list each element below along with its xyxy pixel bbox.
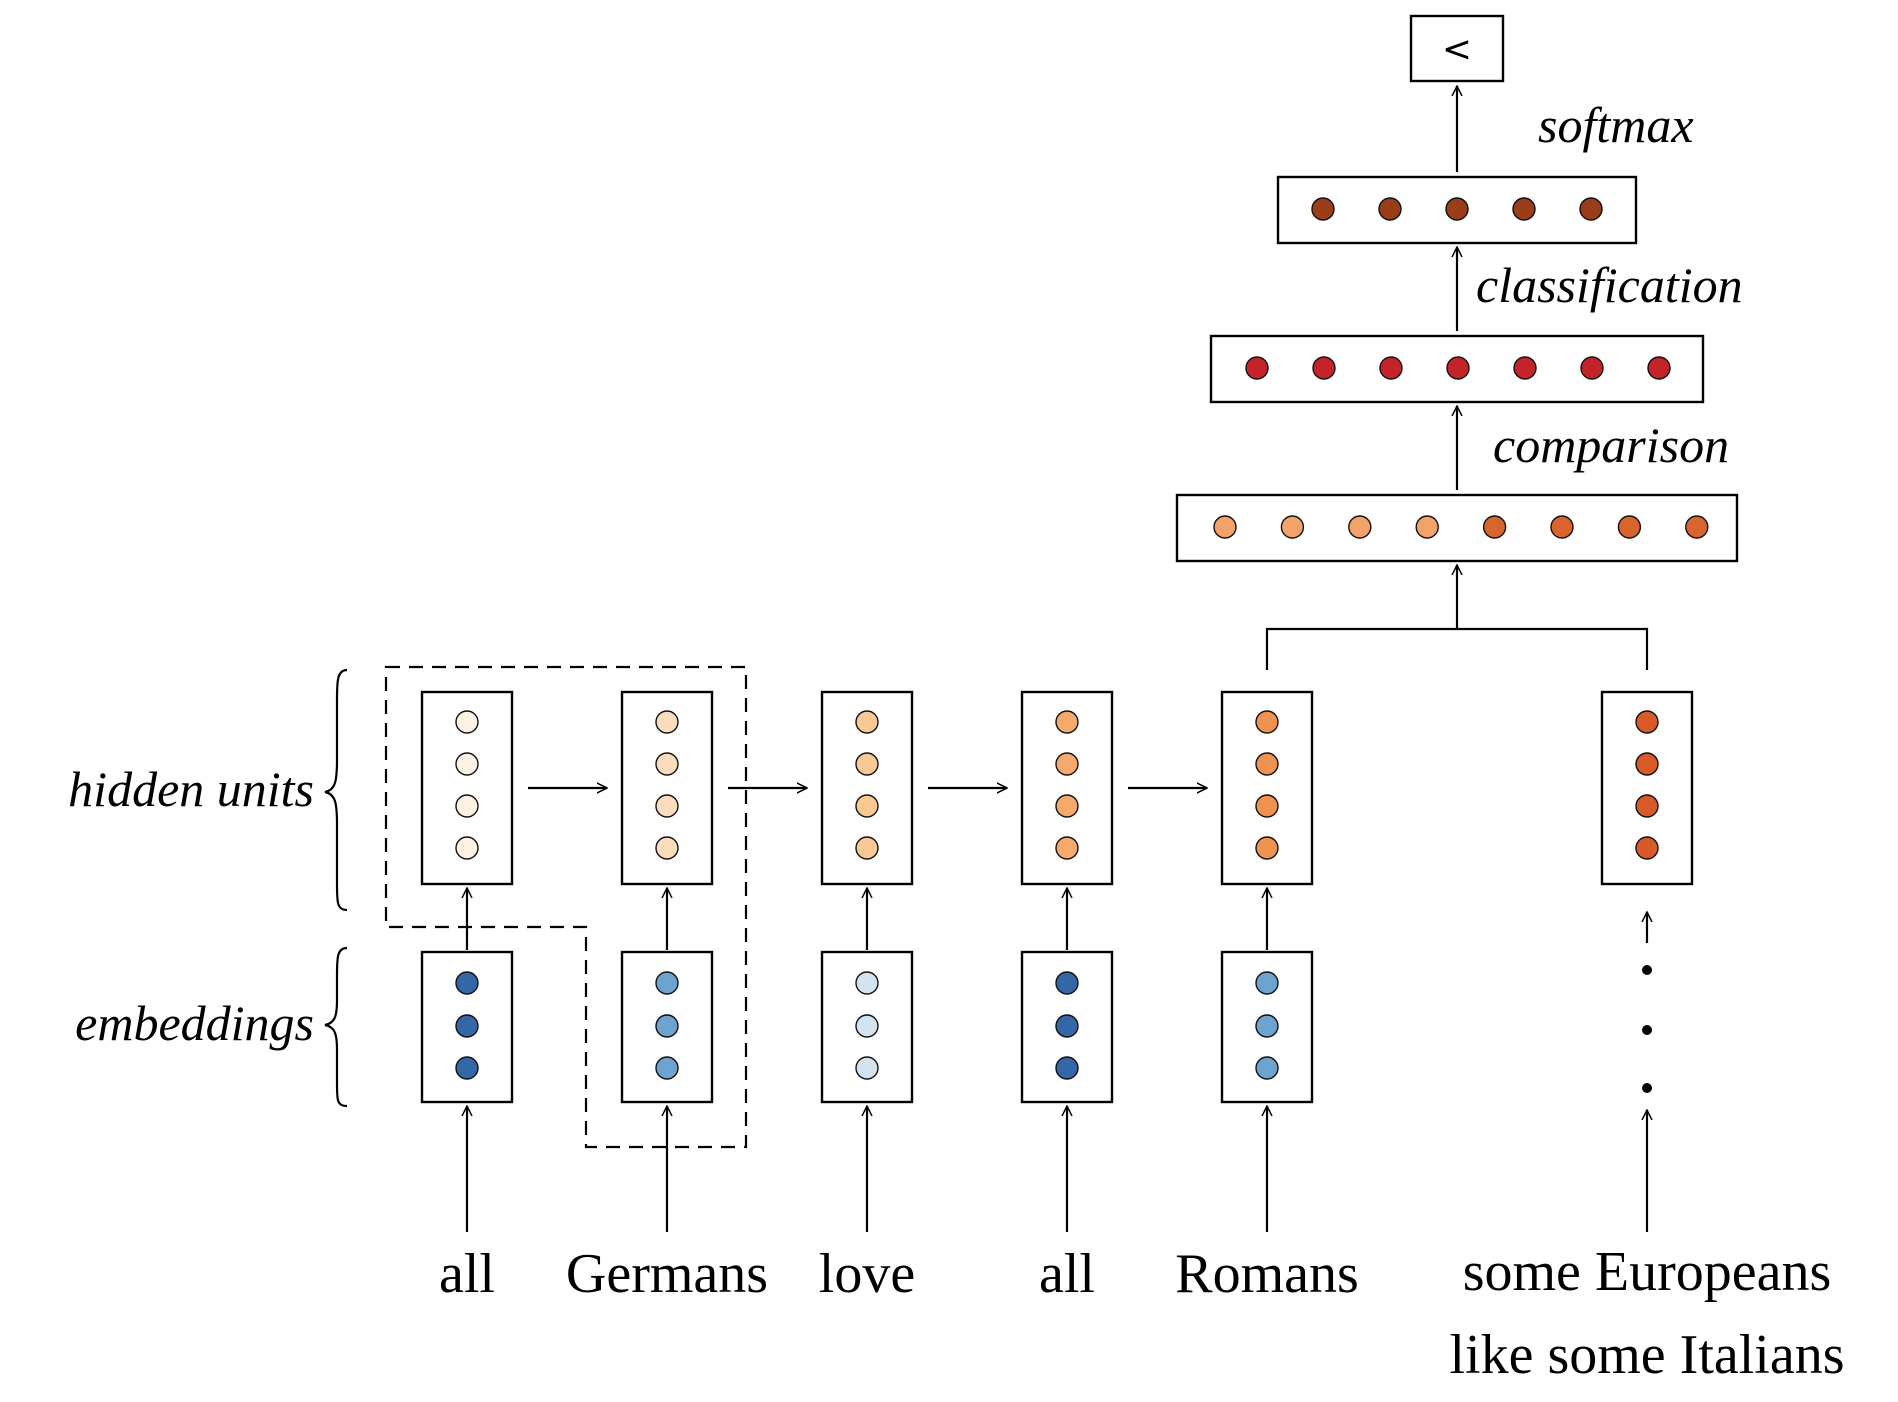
hidden-unit-2-2: [655, 752, 679, 776]
embedding-unit-2-2: [655, 1014, 679, 1038]
embeddings-brace: [324, 946, 348, 1108]
input-word-1: all: [439, 1243, 495, 1305]
comparison-unit-2: [1280, 515, 1305, 539]
embedding-unit-1-2: [455, 1014, 479, 1038]
hidden-unit-1-1: [455, 710, 479, 734]
comparison-unit-6: [1550, 515, 1574, 539]
embedding-unit-1-1: [455, 971, 479, 995]
hidden-unit-4-1: [1055, 710, 1079, 734]
hidden-unit-6-2: [1635, 752, 1659, 776]
comparison-unit-3: [1348, 515, 1372, 539]
right-input-line-2: like some Italians: [1449, 1324, 1844, 1386]
classification-unit-7: [1647, 356, 1671, 380]
classification-unit-4: [1446, 356, 1470, 380]
hidden-unit-2-1: [655, 710, 679, 734]
hidden-unit-3-1: [855, 710, 879, 734]
hidden-unit-3-3: [855, 794, 879, 818]
input-word-2: Germans: [566, 1243, 768, 1305]
merge-connector: [1265, 627, 1649, 670]
hidden-unit-5-4: [1255, 836, 1279, 860]
comparison-label: comparison: [1493, 417, 1729, 473]
hidden-unit-6-1: [1635, 710, 1659, 734]
embedding-unit-3-3: [855, 1056, 879, 1080]
ellipsis-dot-1: [1642, 965, 1652, 975]
softmax-unit-1: [1311, 197, 1335, 221]
classification-label: classification: [1476, 257, 1743, 313]
hidden-units-brace: [324, 668, 348, 912]
embedding-unit-4-1: [1055, 971, 1079, 995]
embedding-unit-3-2: [855, 1014, 879, 1038]
softmax-unit-3: [1445, 197, 1469, 221]
hidden-unit-1-3: [455, 794, 479, 818]
embedding-unit-4-2: [1055, 1014, 1079, 1038]
embedding-unit-5-1: [1255, 971, 1279, 995]
softmax-unit-4: [1512, 197, 1536, 221]
hidden-unit-2-3: [655, 794, 679, 818]
hidden-unit-1-4: [455, 836, 479, 860]
embedding-unit-2-1: [655, 971, 679, 995]
comparison-unit-4: [1415, 515, 1439, 539]
unit-circles: [455, 197, 1709, 1080]
hidden-unit-2-4: [655, 836, 679, 860]
classification-unit-6: [1580, 356, 1604, 380]
softmax-unit-2: [1378, 197, 1402, 221]
hidden-unit-6-3: [1635, 794, 1659, 818]
comparison-unit-7: [1617, 515, 1642, 539]
embeddings-label: embeddings: [75, 995, 314, 1051]
hidden-unit-6-4: [1635, 836, 1659, 860]
hidden-units-label: hidden units: [68, 761, 314, 817]
softmax-unit-5: [1579, 197, 1603, 221]
ellipsis-dot-2: [1642, 1025, 1652, 1035]
input-word-5: Romans: [1175, 1243, 1359, 1305]
output-box: [1409, 14, 1505, 83]
embedding-unit-2-3: [655, 1056, 679, 1080]
ellipsis-dot-3: [1642, 1083, 1652, 1093]
embedding-unit-5-2: [1255, 1014, 1279, 1038]
hidden-unit-3-4: [855, 836, 879, 860]
classification-unit-5: [1513, 356, 1537, 380]
hidden-unit-5-2: [1255, 752, 1279, 776]
embedding-unit-3-1: [855, 971, 879, 995]
comparison-layer-box: [1175, 493, 1739, 563]
right-input-line-1: some Europeans: [1463, 1241, 1832, 1303]
hidden-unit-5-3: [1255, 794, 1279, 818]
hidden-unit-4-2: [1055, 752, 1079, 776]
output-symbol: <: [1442, 29, 1472, 70]
input-word-3: love: [819, 1243, 915, 1305]
embedding-unit-4-3: [1055, 1056, 1079, 1080]
input-word-4: all: [1039, 1243, 1095, 1305]
comparison-unit-1: [1213, 515, 1237, 539]
hidden-unit-4-3: [1055, 794, 1079, 818]
softmax-label: softmax: [1538, 97, 1694, 153]
dashed-window-outline: [384, 665, 748, 1149]
classification-unit-3: [1379, 356, 1403, 380]
hidden-unit-1-2: [455, 752, 479, 776]
classification-unit-2: [1312, 356, 1336, 380]
embedding-unit-1-3: [455, 1056, 479, 1080]
classification-unit-1: [1245, 356, 1269, 380]
hidden-unit-4-4: [1055, 836, 1079, 860]
hidden-unit-3-2: [855, 752, 879, 776]
comparison-unit-5: [1482, 515, 1507, 539]
embedding-unit-5-3: [1255, 1056, 1279, 1080]
comparison-unit-8: [1685, 515, 1709, 539]
hidden-unit-5-1: [1255, 710, 1279, 734]
